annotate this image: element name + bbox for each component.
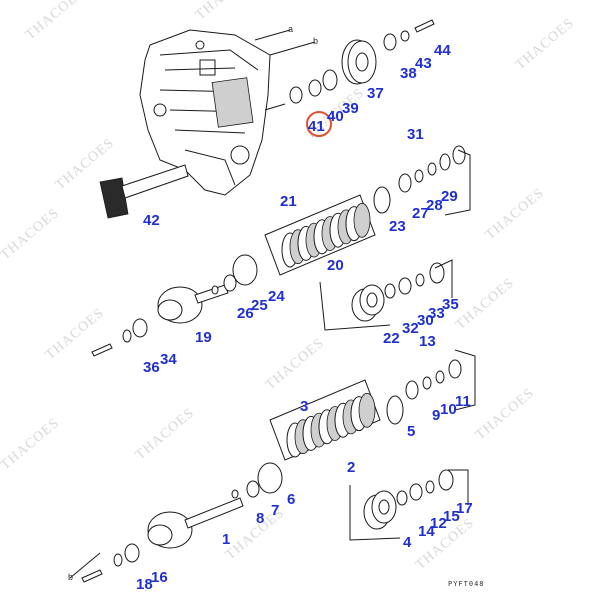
clutch-pack-lower [269, 379, 381, 461]
part-label-43: 43 [415, 55, 432, 72]
part-label-31: 31 [407, 126, 424, 143]
watermarks: THACOES THACOES THACOES THACOES THACOES THACO… [0, 0, 577, 573]
part-label-41: 41 [308, 118, 325, 135]
part-label-9: 9 [432, 407, 440, 424]
part-label-8: 8 [256, 510, 264, 527]
part-label-13: 13 [419, 333, 436, 350]
part-label-18: 18 [136, 576, 153, 593]
upper-shaft-parts [373, 145, 471, 216]
drum-19 [91, 254, 258, 357]
watermark-text: THACOES [473, 386, 537, 443]
part-label-2: 2 [347, 459, 355, 476]
watermark-text: THACOES [0, 206, 62, 263]
clutch-disc [353, 202, 371, 238]
part-label-36: 36 [143, 359, 160, 376]
part-label-38: 38 [400, 65, 417, 82]
direction-letter-b-top: b [313, 36, 318, 46]
part-label-37: 37 [367, 85, 384, 102]
watermark-text: THACOES [513, 16, 577, 73]
part-label-17: 17 [456, 500, 473, 517]
part-label-12: 12 [430, 515, 447, 532]
watermark-text: THACOES [0, 416, 62, 473]
part-label-30: 30 [417, 312, 434, 329]
watermark-text: THACOES [483, 186, 547, 243]
part-label-40: 40 [327, 108, 344, 125]
part-label-10: 10 [440, 401, 457, 418]
watermark-text: THACOES [263, 336, 327, 393]
part-label-19: 19 [195, 329, 212, 346]
transmission-case [139, 29, 271, 196]
watermark-text: THACOES [23, 0, 87, 43]
part-label-42: 42 [143, 212, 160, 229]
direction-letter-a: a [288, 24, 293, 34]
part-label-6: 6 [287, 491, 295, 508]
part-label-22: 22 [383, 330, 400, 347]
part-label-1: 1 [222, 531, 230, 548]
watermark-text: THACOES [193, 0, 257, 23]
part-label-23: 23 [389, 218, 406, 235]
clutch-disc [358, 392, 376, 428]
part-label-14: 14 [418, 523, 435, 540]
part-label-28: 28 [426, 197, 443, 214]
gear-37-assembly [289, 19, 435, 104]
part-label-7: 7 [271, 502, 279, 519]
part-label-34: 34 [160, 351, 177, 368]
part-label-44: 44 [434, 42, 451, 59]
part-label-26: 26 [237, 305, 254, 322]
part-label-16: 16 [151, 569, 168, 586]
lower-shaft-parts [386, 349, 476, 425]
part-label-3: 3 [300, 398, 308, 415]
drawing-code: PYFT048 [448, 580, 485, 588]
watermark-text: THACOES [453, 276, 517, 333]
watermark-text: THACOES [133, 406, 197, 463]
part-label-24: 24 [268, 288, 285, 305]
part-label-5: 5 [407, 423, 415, 440]
part-label-4: 4 [403, 534, 412, 551]
direction-lines [69, 29, 316, 579]
gear-4-assembly [349, 469, 469, 541]
part-label-25: 25 [251, 297, 268, 314]
output-shaft-42 [99, 164, 189, 219]
highlight-ring-41 [306, 111, 332, 137]
drum-1 [81, 462, 283, 583]
part-label-15: 15 [443, 508, 460, 525]
part-label-29: 29 [441, 188, 458, 205]
part-label-21: 21 [280, 193, 297, 210]
part-label-32: 32 [402, 320, 419, 337]
part-label-39: 39 [342, 100, 359, 117]
direction-letter-b-bottom: b [68, 572, 73, 582]
gear-22-assembly [319, 259, 453, 331]
part-label-20: 20 [327, 257, 344, 274]
part-label-35: 35 [442, 296, 459, 313]
part-label-27: 27 [412, 205, 429, 222]
part-label-11: 11 [455, 393, 471, 410]
part-label-33: 33 [428, 305, 445, 322]
clutch-pack-upper [264, 194, 376, 276]
